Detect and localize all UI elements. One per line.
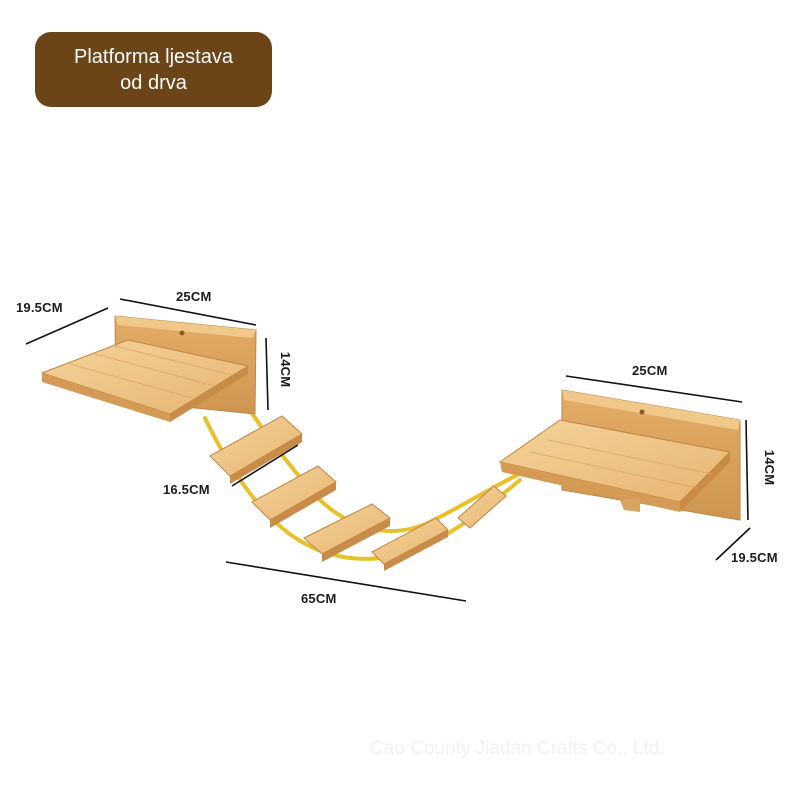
rung-width-label: 16.5CM — [163, 482, 210, 497]
right-shelf — [498, 389, 741, 521]
rung-width-line — [231, 444, 299, 487]
left-height-line — [265, 337, 269, 411]
bridge-length-line — [225, 561, 467, 602]
right-height-label: 14CM — [762, 449, 778, 486]
title-line-1: Platforma ljestava — [74, 45, 233, 68]
right-width-label: 25CM — [632, 363, 668, 378]
left-width-label: 25CM — [176, 289, 212, 304]
left-shelf — [40, 315, 257, 422]
dimension-lines — [25, 298, 751, 602]
rung-4 — [371, 517, 449, 571]
left-depth-line — [25, 307, 109, 345]
left-depth-label: 19.5CM — [16, 300, 63, 315]
right-depth-line — [715, 527, 751, 561]
rung-2 — [251, 465, 337, 528]
bridge-length-label: 65CM — [301, 591, 337, 606]
right-depth-label: 19.5CM — [731, 550, 778, 565]
rung-3 — [303, 503, 391, 562]
right-height-line — [745, 419, 749, 521]
left-width-line — [119, 298, 257, 326]
rung-5 — [457, 485, 507, 529]
watermark-text: Cao County Jiadan Crafts Co., Ltd. — [370, 738, 665, 759]
title-badge: Platforma ljestava od drva — [35, 32, 272, 107]
right-width-line — [565, 375, 743, 403]
rung-1 — [209, 415, 303, 484]
left-height-label: 14CM — [278, 351, 294, 388]
title-line-2: od drva — [120, 71, 187, 94]
ladder-rungs — [209, 415, 507, 571]
